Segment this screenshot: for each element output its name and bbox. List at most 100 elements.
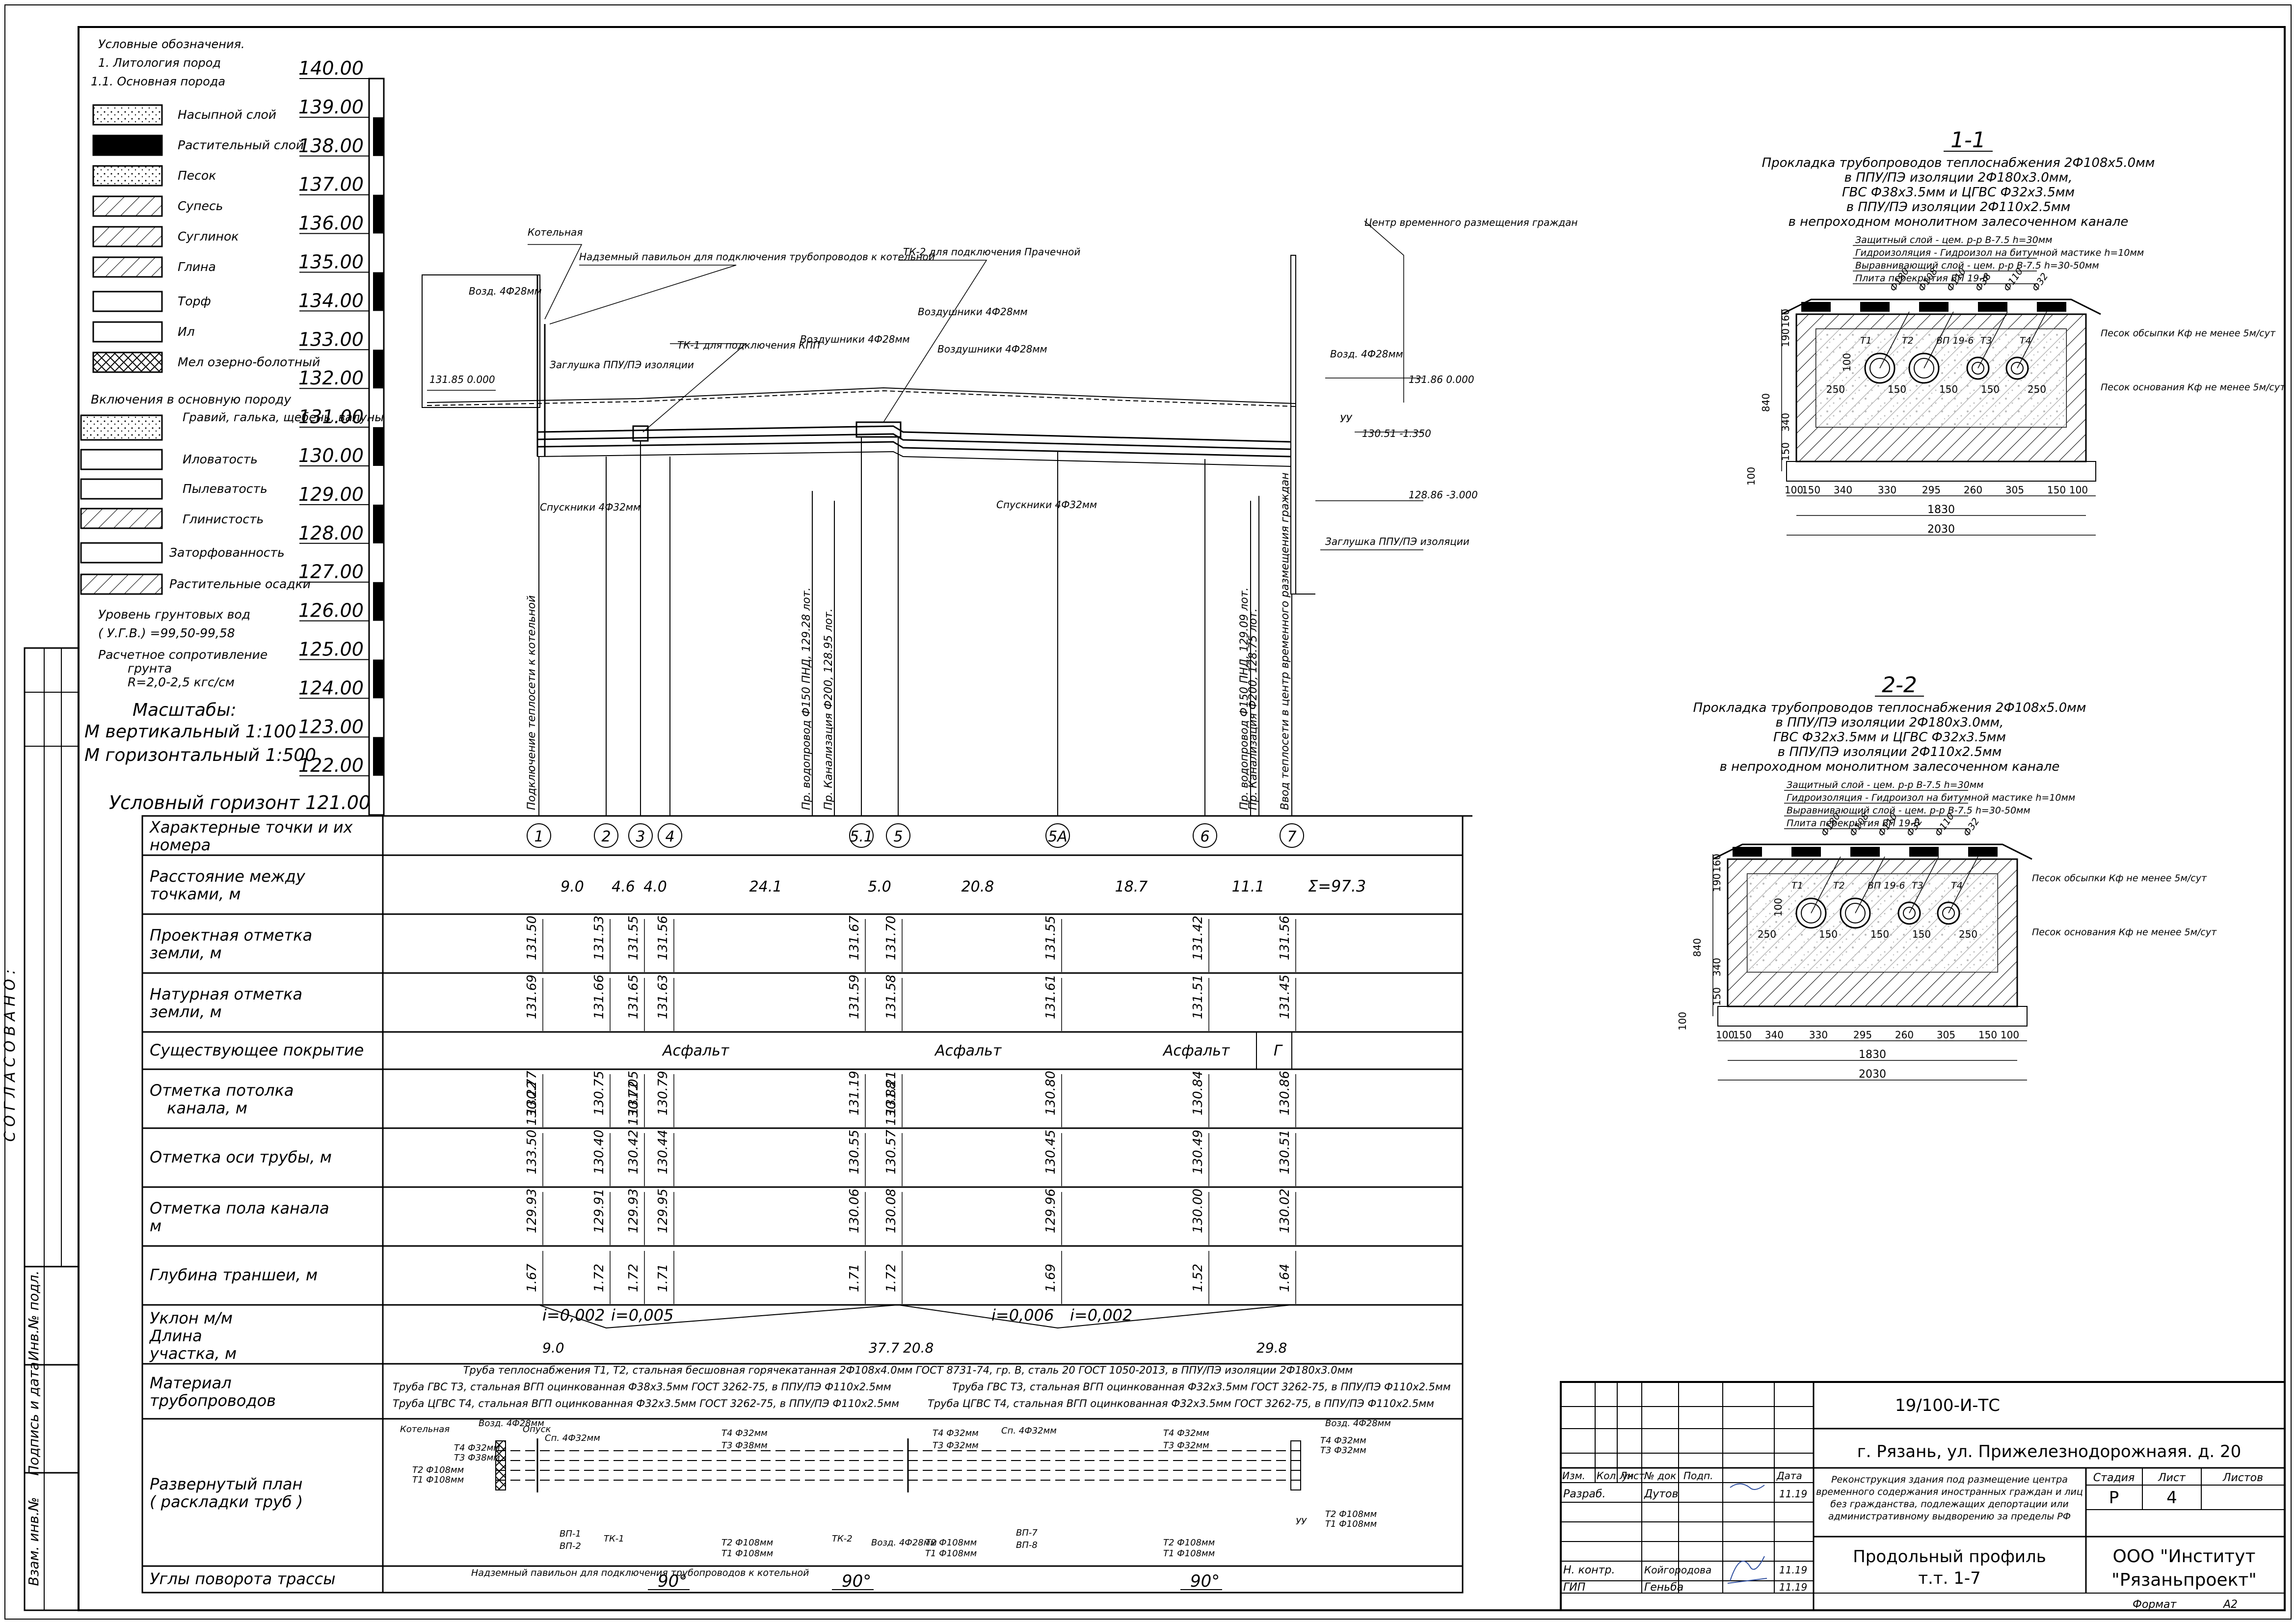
dim-bottom: 305 <box>1937 1029 1955 1041</box>
pipe-tag: Т4 <box>1951 880 1963 891</box>
elev-label: 133.00 <box>298 328 364 350</box>
label-zaglushka2: Заглушка ППУ/ПЭ изоляции <box>1325 536 1469 547</box>
level-right2: 130.51 -1.350 <box>1362 428 1431 439</box>
vzam-label: Взам. инв.№ <box>26 1497 42 1586</box>
dim-inner: 150 <box>1888 383 1906 395</box>
layer-label: Плита перекрытия ВП 19-6 <box>1787 818 1920 829</box>
legend-item-6: Торф <box>178 294 211 308</box>
vlabel-2: Пр. водопровод Ф150 ПНД, 129.28 лот. <box>801 587 813 810</box>
plan-label: Котельная <box>400 1424 450 1435</box>
dim-bottom: 260 <box>1895 1029 1914 1041</box>
dim-bottom: 305 <box>2005 484 2024 496</box>
pipe-tag: Т2 <box>1833 880 1845 891</box>
table-value-axis: 130.44 <box>656 1130 670 1174</box>
title-block-text: 19/100-И-ТС г. Рязань, ул. Прижелезнодор… <box>1562 1396 2263 1611</box>
dim-bottom: 260 <box>1964 484 1982 496</box>
plan-label: Т1 Ф108мм <box>412 1475 464 1485</box>
legend: Условные обозначения. 1. Литология пород… <box>80 37 384 813</box>
plan-label: Т3 Ф38мм <box>721 1440 768 1451</box>
point-label: 6 <box>1200 828 1209 845</box>
distance-value: 4.0 <box>643 878 667 895</box>
distance-value: 9.0 <box>561 878 584 895</box>
layer-label: Выравнивающий слой - цем. р-р В-7.5 h=30… <box>1787 805 2030 816</box>
hdr-izm: Изм. <box>1562 1470 1585 1482</box>
angle-value: 90° <box>842 1571 871 1591</box>
section-desc: в ППУ/ПЭ изоляции 2Ф180х3.0мм, <box>1776 715 2004 730</box>
elev-label: 140.00 <box>298 57 364 79</box>
point-marker <box>1045 823 1070 848</box>
dim-bottom: 340 <box>1765 1029 1784 1041</box>
dim-left: 160 <box>1780 309 1791 327</box>
table-value-ceil: 130.84 <box>1191 1071 1205 1115</box>
hdr-kol: Кол. уч <box>1597 1470 1634 1482</box>
row-label: Развернутый план( раскладки труб ) <box>150 1475 303 1511</box>
distance-sum: Σ=97.3 <box>1308 877 1366 895</box>
plan-label: Т4 Ф32мм <box>1163 1428 1209 1438</box>
slab-top <box>1781 298 2101 315</box>
pipe-line-3 <box>537 441 1291 458</box>
plan-label: Опуск <box>523 1424 551 1435</box>
table-value-ceil: 131.05 <box>626 1071 641 1115</box>
channel-fill <box>1816 329 2066 427</box>
table-value-proj: 131.55 <box>626 916 641 960</box>
pipe-tag: Т2 <box>1902 335 1914 346</box>
plan-label: Т2 Ф108мм <box>721 1538 773 1548</box>
boiler-house <box>422 274 540 408</box>
profile-labels: Котельная Надземный павильон для подключ… <box>429 217 1578 810</box>
format-value: А2 <box>2222 1598 2238 1611</box>
point-marker <box>886 823 910 848</box>
legend-incl-3: Глинистость <box>183 512 264 526</box>
distance-value: 5.0 <box>868 878 891 895</box>
distance-value: 24.1 <box>749 878 782 895</box>
sheets-header: Листов <box>2222 1472 2263 1484</box>
dim-inner: 250 <box>1959 928 1977 940</box>
table-value-depth: 1.72 <box>626 1264 641 1292</box>
row-label: Глубина траншеи, м <box>150 1266 318 1284</box>
pipe-inner <box>1801 903 1821 923</box>
slope-line <box>538 1304 1292 1329</box>
pipe-tag: Т3 <box>1912 880 1923 891</box>
dim-left: 840 <box>1760 393 1772 412</box>
table-value-proj: 131.56 <box>1278 916 1292 960</box>
elev-block <box>373 427 384 466</box>
table-value-axis: 130.49 <box>1191 1130 1205 1174</box>
horizon: Условный горизонт 121.00 <box>109 792 371 813</box>
layer-label: Гидроизоляция - Гидроизол на битумной ма… <box>1787 792 2075 803</box>
project-line-4: административному выдворению за пределы … <box>1828 1511 2071 1522</box>
plan-label: ВП-7 <box>1016 1528 1038 1538</box>
chamber-tk2 <box>855 421 902 438</box>
section-desc: в ППУ/ПЭ изоляции 2Ф110х2.5мм <box>1846 200 2070 215</box>
dim-inner: 150 <box>1819 928 1838 940</box>
object-address: г. Рязань, ул. Прижелезнодорожнаяя. д. 2… <box>1857 1442 2242 1462</box>
stage-header: Стадия <box>2093 1472 2135 1484</box>
vlabel-1: Подключение теплосети к котельной <box>526 595 538 810</box>
length-value: 9.0 <box>542 1340 564 1356</box>
plan-label: Т4 Ф32мм <box>721 1428 768 1438</box>
table-value-axis: 130.42 130.72 <box>626 1081 641 1174</box>
base-slab <box>1786 461 2096 482</box>
pipe-line-1 <box>537 425 1291 443</box>
pipe-line-2 <box>537 433 1291 450</box>
table-value-ceil: 130.75 <box>592 1071 607 1115</box>
layer-label: Выравнивающий слой - цем. р-р В-7.5 h=30… <box>1855 260 2099 271</box>
slab-block <box>1968 847 1998 857</box>
elev-label: 134.00 <box>298 290 364 311</box>
legend-item-2: Песок <box>178 168 216 183</box>
point-label: 1 <box>534 828 543 845</box>
angle-value: 90° <box>1190 1571 1220 1591</box>
table-value-nat: 131.63 <box>656 974 670 1019</box>
point-label: 7 <box>1287 828 1296 845</box>
section-desc: в непроходном монолитном залесоченном ка… <box>1789 215 2129 229</box>
width-inner: 1830 <box>1859 1049 1886 1061</box>
dim-left: 840 <box>1691 938 1703 957</box>
section-desc: в ППУ/ПЭ изоляции 2Ф110х2.5мм <box>1778 745 2002 759</box>
angle-value: 90° <box>658 1571 687 1591</box>
table-value-floor: 129.95 <box>656 1189 670 1233</box>
dim-inner: 150 <box>1870 928 1889 940</box>
razrab-name: Дутов <box>1644 1488 1678 1500</box>
table-value-ceil: 130.77 <box>525 1071 539 1115</box>
date-3: 11.19 <box>1779 1581 1807 1593</box>
